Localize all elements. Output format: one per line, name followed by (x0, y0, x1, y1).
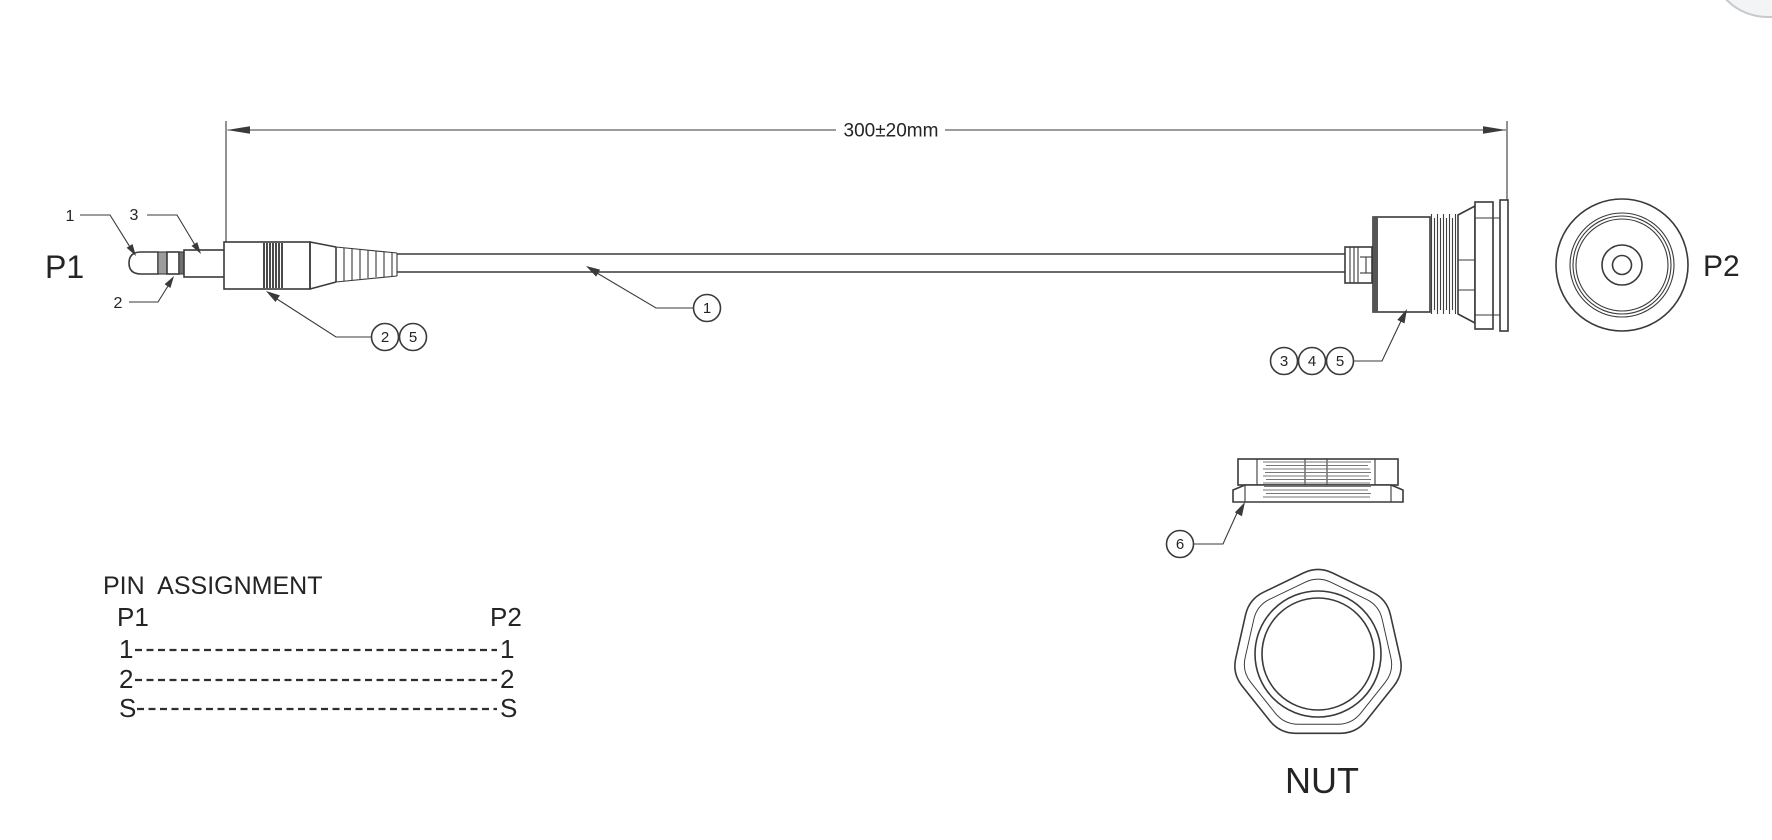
nut-front-bore-inner (1261, 597, 1375, 711)
front-socket-boss (1601, 244, 1643, 286)
nut-front-inner-polygon (1243, 578, 1393, 725)
pin-leader-tip (80, 214, 131, 248)
callout-connector-arrow (1397, 309, 1407, 324)
pin-arrow-tip (126, 244, 136, 256)
pin-leader-ring (129, 285, 169, 303)
pin-label-ring: 2 (114, 295, 123, 312)
pin-label-tip: 1 (66, 208, 75, 225)
connector-flange-lines (1475, 217, 1500, 316)
pin-leader-sleeve (147, 214, 196, 246)
front-thread-ring-inner (1575, 218, 1669, 312)
pin-row-1-left: 1 (119, 634, 133, 664)
pin-arrow-ring (164, 276, 174, 288)
pin-row-shield-right: S (500, 693, 517, 723)
crimp-detail-lines (1349, 247, 1372, 283)
balloon-4 (1297, 346, 1327, 376)
balloon-3-number: 3 (1280, 353, 1288, 370)
callout-plug-arrow (266, 291, 280, 302)
balloon-5b (1325, 346, 1355, 376)
callout-plug: 2 5 (266, 291, 428, 352)
pin-assignment-col-left: P1 (117, 602, 149, 632)
dimension-overall-length: 300±20mm (225, 121, 1508, 242)
balloon-2 (370, 322, 400, 352)
balloon-1-number: 1 (703, 300, 711, 317)
nut-front-bore-outer (1254, 590, 1382, 718)
nut-front-view: NUT (1234, 568, 1402, 801)
front-socket-bore (1611, 254, 1633, 276)
nut-side-view (1232, 458, 1404, 503)
dimension-arrow-right (1483, 126, 1506, 134)
pin-row-2: 2 2 (119, 664, 514, 694)
cable (397, 253, 1345, 273)
balloon-1 (692, 293, 722, 323)
pin-row-shield-left: S (119, 693, 136, 723)
connector-p2-label: P2 (1703, 250, 1740, 283)
front-outer-rim (1555, 198, 1689, 332)
pin-row-1: 1 1 (119, 634, 514, 664)
nut-label: NUT (1285, 760, 1359, 801)
front-thread-ring-mid (1572, 215, 1672, 315)
plug-sleeve (183, 249, 226, 278)
connector-p2-side-view (1344, 199, 1509, 332)
plug-p1-side-view: P1 1 (45, 207, 398, 312)
pin-assignment-col-right: P2 (490, 602, 522, 632)
callout-cable-arrow (586, 266, 601, 277)
callout-nut: 6 (1165, 502, 1245, 559)
balloon-6 (1165, 529, 1195, 559)
pin-row-shield: S S (119, 693, 517, 723)
callout-cable: 1 (586, 266, 722, 323)
pin-assignment-title: PIN ASSIGNMENT (103, 572, 322, 600)
balloon-3 (1269, 346, 1299, 376)
plug-ring-contact (166, 251, 180, 275)
connector-flange (1474, 201, 1494, 330)
balloon-5a-number: 5 (409, 329, 417, 346)
connector-thread-lines (1430, 214, 1457, 314)
balloon-5a (398, 322, 428, 352)
callout-cable-leader (596, 272, 693, 309)
plug-tip (128, 251, 159, 275)
pin-assignment: PIN ASSIGNMENT P1 P2 1 1 2 2 S S (103, 572, 522, 723)
nut-front-outer-polygon (1234, 568, 1402, 735)
front-thread-ring-outer (1569, 212, 1675, 318)
plug-taper (309, 241, 337, 290)
plug-insulator-band-1 (157, 251, 168, 275)
pin-row-1-right: 1 (500, 634, 514, 664)
callout-nut-leader (1194, 512, 1238, 545)
balloon-5b-number: 5 (1336, 353, 1344, 370)
balloon-6-number: 6 (1176, 536, 1184, 553)
balloon-4-number: 4 (1308, 353, 1316, 370)
connector-step-lines (1458, 259, 1475, 291)
callout-plug-leader (276, 298, 371, 338)
callout-connector: 3 4 5 (1269, 309, 1407, 376)
plug-p1-label: P1 (45, 249, 84, 285)
plug-strain-relief (335, 246, 398, 283)
plug-knurl-lines (263, 243, 283, 288)
callout-connector-leader (1354, 320, 1402, 362)
connector-housing (1372, 216, 1431, 313)
connector-mounting-washer (1499, 199, 1509, 332)
dimension-label: 300±20mm (844, 121, 939, 142)
dimension-arrow-left (227, 126, 250, 134)
connector-step-cone (1457, 204, 1476, 325)
nut-thread-lines (1263, 461, 1371, 498)
pin-row-2-right: 2 (500, 664, 514, 694)
balloon-2-number: 2 (381, 329, 389, 346)
pin-label-sleeve: 3 (130, 207, 139, 224)
connector-housing-edge-band (1373, 217, 1378, 312)
connector-p2-front-view: P2 (1555, 198, 1740, 332)
pin-arrow-sleeve (191, 242, 201, 254)
plug-pin-callouts: 1 3 2 (66, 207, 201, 312)
pin-row-2-left: 2 (119, 664, 133, 694)
callout-nut-arrow (1234, 502, 1245, 517)
